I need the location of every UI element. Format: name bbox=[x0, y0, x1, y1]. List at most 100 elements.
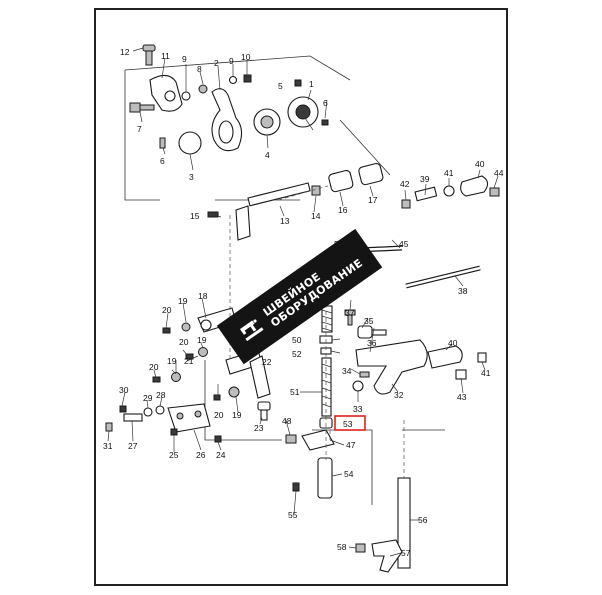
label-53: 53 bbox=[343, 419, 353, 429]
leader-lines bbox=[107, 47, 499, 557]
label-57: 57 bbox=[401, 548, 411, 558]
label-43: 43 bbox=[457, 392, 467, 402]
label-41a: 41 bbox=[444, 168, 454, 178]
screw-55 bbox=[292, 482, 300, 492]
eccentric-1 bbox=[287, 96, 319, 128]
label-6: 6 bbox=[160, 156, 165, 166]
crank-2 bbox=[211, 88, 243, 152]
label-16: 16 bbox=[338, 205, 348, 215]
screw-20d bbox=[213, 394, 221, 401]
screw-12 bbox=[142, 44, 156, 66]
screw-31 bbox=[105, 422, 113, 432]
label-22: 22 bbox=[262, 357, 272, 367]
washer-29 bbox=[143, 407, 153, 417]
link-40b bbox=[427, 345, 463, 369]
label-42: 42 bbox=[400, 179, 410, 189]
label-29: 29 bbox=[143, 393, 153, 403]
label-21: 21 bbox=[184, 356, 194, 366]
cam-3 bbox=[178, 131, 202, 155]
label-50: 50 bbox=[292, 335, 302, 345]
label-15: 15 bbox=[190, 211, 200, 221]
rod-38-core bbox=[405, 266, 481, 288]
label-3: 3 bbox=[189, 172, 194, 182]
label-1: 1 bbox=[309, 79, 314, 89]
label-51: 51 bbox=[290, 387, 300, 397]
diagram-frame bbox=[94, 8, 508, 586]
label-17: 17 bbox=[368, 195, 378, 205]
label-58: 58 bbox=[337, 542, 347, 552]
label-9b: 9 bbox=[229, 56, 234, 66]
label-26: 26 bbox=[196, 450, 206, 460]
pin-34 bbox=[359, 371, 370, 378]
label-33: 33 bbox=[353, 404, 363, 414]
sleeve-54 bbox=[317, 457, 333, 499]
label-19d: 19 bbox=[232, 410, 242, 420]
label-40a: 40 bbox=[475, 159, 485, 169]
label-48: 48 bbox=[282, 416, 292, 426]
label-56: 56 bbox=[418, 515, 428, 525]
collar-42 bbox=[401, 199, 411, 209]
screw-6 bbox=[159, 137, 166, 149]
label-2: 2 bbox=[214, 58, 219, 68]
screw-5 bbox=[294, 79, 302, 87]
pin-23 bbox=[257, 401, 271, 421]
label-20c: 20 bbox=[149, 362, 159, 372]
screw-48 bbox=[285, 434, 297, 444]
screw-19b bbox=[198, 347, 208, 357]
label-41b: 41 bbox=[481, 368, 491, 378]
nut-41b bbox=[477, 352, 487, 363]
label-31: 31 bbox=[103, 441, 113, 451]
label-52: 52 bbox=[292, 349, 302, 359]
bracket-47 bbox=[301, 429, 335, 451]
upper-group-outline bbox=[124, 55, 391, 201]
label-34: 34 bbox=[342, 366, 352, 376]
label-35: 35 bbox=[364, 316, 374, 326]
label-6b: 6 bbox=[323, 98, 328, 108]
label-14: 14 bbox=[311, 211, 321, 221]
label-36: 36 bbox=[367, 338, 377, 348]
spring-36 bbox=[321, 305, 333, 333]
screw-58 bbox=[355, 543, 366, 553]
label-30: 30 bbox=[119, 385, 129, 395]
sleeve-8 bbox=[198, 84, 208, 94]
label-39: 39 bbox=[420, 174, 430, 184]
bearing-4-inner bbox=[260, 115, 274, 129]
screw-19d bbox=[228, 386, 240, 398]
label-59: 59 bbox=[334, 239, 344, 249]
label-37: 37 bbox=[345, 308, 355, 318]
screw-24 bbox=[214, 435, 222, 443]
screw-19a bbox=[181, 322, 191, 332]
lower-group-outline bbox=[204, 360, 445, 505]
shaft-39 bbox=[414, 186, 438, 202]
label-40b: 40 bbox=[448, 338, 458, 348]
washer-28 bbox=[155, 405, 165, 415]
collar-41 bbox=[443, 185, 455, 197]
washer-9b bbox=[228, 75, 238, 85]
lever-32 bbox=[355, 339, 428, 395]
label-8: 8 bbox=[197, 64, 202, 74]
pin-43 bbox=[455, 369, 467, 380]
link-40 bbox=[460, 175, 489, 197]
label-10: 10 bbox=[241, 52, 251, 62]
label-20d: 20 bbox=[214, 410, 224, 420]
label-24: 24 bbox=[216, 450, 226, 460]
screw-20a bbox=[162, 327, 171, 334]
label-19a: 19 bbox=[178, 296, 188, 306]
label-32: 32 bbox=[394, 390, 404, 400]
nut-30 bbox=[119, 405, 127, 413]
block-26 bbox=[167, 403, 211, 433]
label-28: 28 bbox=[156, 390, 166, 400]
arm-11 bbox=[149, 74, 183, 112]
label-23: 23 bbox=[254, 423, 264, 433]
label-27: 27 bbox=[128, 441, 138, 451]
label-47: 47 bbox=[346, 440, 356, 450]
label-5: 5 bbox=[278, 81, 283, 91]
label-54: 54 bbox=[344, 469, 354, 479]
label-45: 45 bbox=[399, 239, 409, 249]
washer-33 bbox=[352, 380, 364, 392]
label-19b: 19 bbox=[197, 335, 207, 345]
label-13: 13 bbox=[280, 216, 290, 226]
label-4: 4 bbox=[265, 150, 270, 160]
screw-20b bbox=[185, 353, 194, 360]
label-44: 44 bbox=[494, 168, 504, 178]
